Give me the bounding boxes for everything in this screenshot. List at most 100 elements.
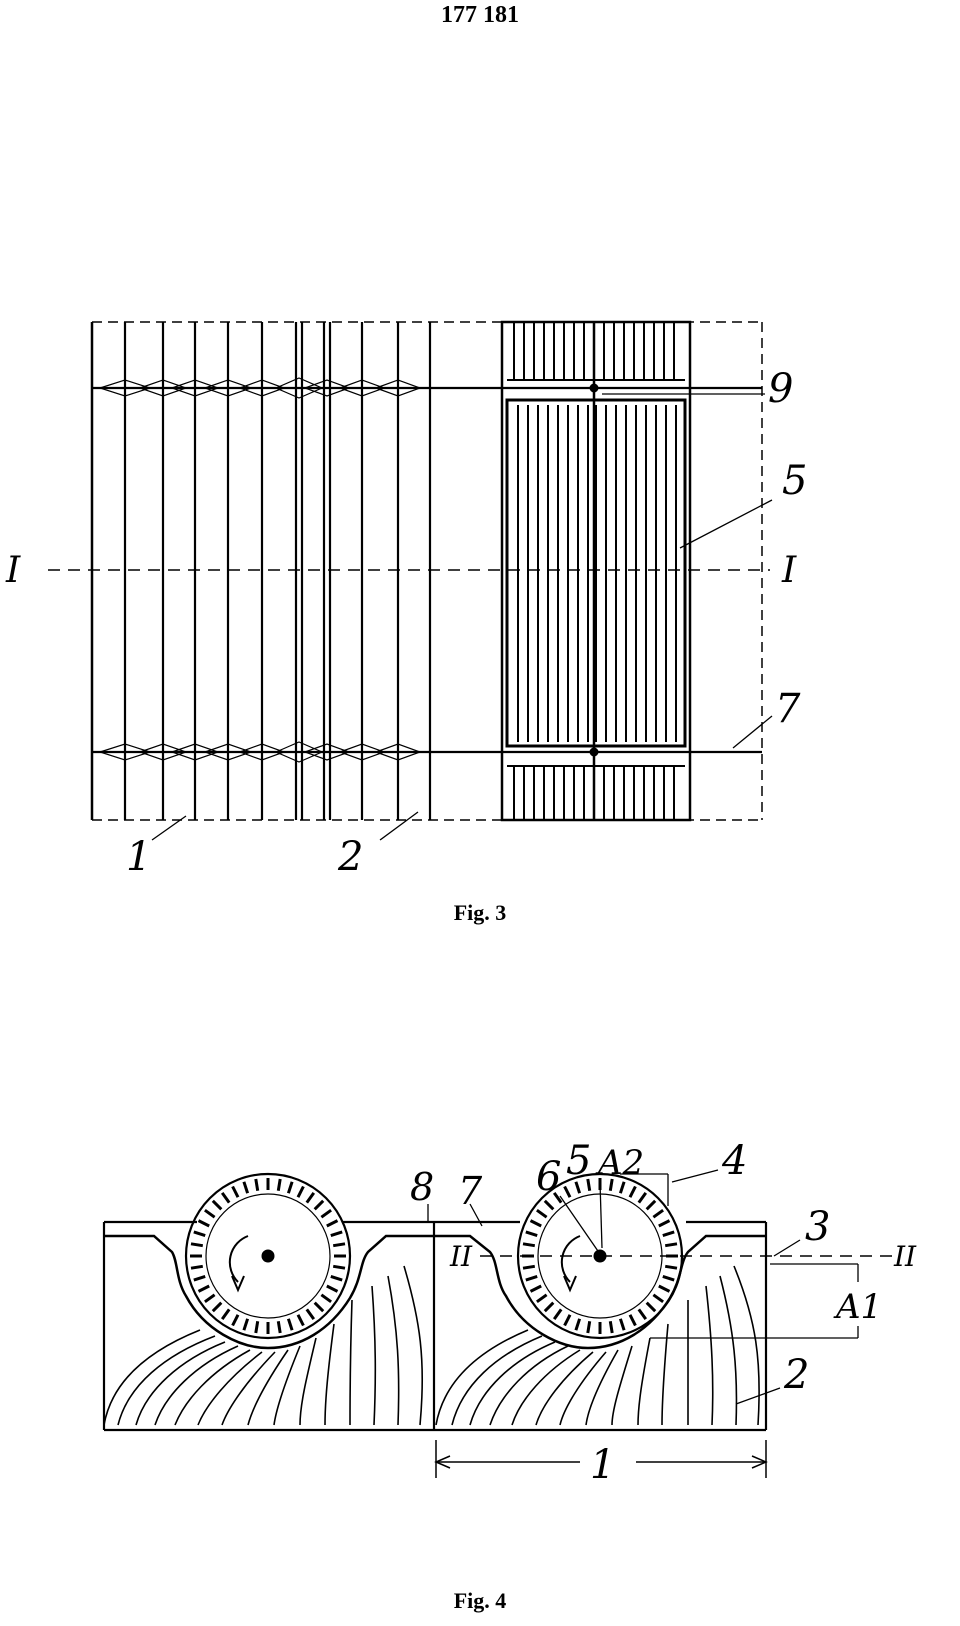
rotor-tooth xyxy=(296,1314,305,1327)
rotor-tooth xyxy=(637,1192,648,1204)
rotor-tooth xyxy=(664,1264,678,1270)
rotor-tooth xyxy=(320,1208,332,1219)
rotor-tooth xyxy=(628,1185,637,1198)
fig4-label-1: 1 xyxy=(590,1442,615,1488)
fig4-housing xyxy=(102,1220,768,1432)
rotor-tooth xyxy=(563,1314,572,1327)
rotor-tooth xyxy=(574,1318,582,1331)
fig3-label-9: 9 xyxy=(768,366,793,412)
rotor-tooth xyxy=(637,1308,648,1320)
fig4-rotor-left-hub xyxy=(261,1249,275,1263)
rotor-tooth xyxy=(211,1301,223,1313)
rotor-tooth xyxy=(276,1178,282,1192)
fig4-dim-1 xyxy=(434,1440,768,1478)
figure-4 xyxy=(102,1169,900,1478)
fig4-fibres-left xyxy=(103,1265,424,1426)
rotor-tooth xyxy=(618,1318,626,1331)
fig4-label-2: 2 xyxy=(783,1352,809,1398)
rotor-tooth xyxy=(242,1318,250,1331)
fig3-roller-block xyxy=(500,320,692,822)
fig3-label-5: 5 xyxy=(782,458,807,504)
rotor-tooth xyxy=(313,1301,325,1313)
fig3-label-7: 7 xyxy=(775,686,801,732)
rotor-tooth xyxy=(652,1208,664,1219)
fig3-label-section-right: I xyxy=(781,550,797,591)
rotor-tooth xyxy=(662,1230,675,1238)
rotor-tooth xyxy=(552,1192,563,1204)
rotor-tooth xyxy=(563,1185,572,1198)
rotor-tooth xyxy=(326,1219,339,1228)
fig4-label-4: 4 xyxy=(721,1138,747,1184)
figure-3 xyxy=(48,320,773,841)
rotor-tooth xyxy=(608,1320,614,1334)
rotor-tooth xyxy=(254,1178,260,1192)
fig4-label-7: 7 xyxy=(458,1169,483,1213)
rotor-tooth xyxy=(529,1284,542,1293)
rotor-tooth xyxy=(190,1264,204,1270)
rotor-tooth xyxy=(586,1320,592,1334)
rotor-tooth xyxy=(286,1318,294,1331)
rotor-tooth xyxy=(645,1199,657,1211)
fig3-label-section-left: I xyxy=(5,550,21,591)
fig3-diamonds-top xyxy=(98,377,422,399)
fig3-label-2: 2 xyxy=(337,834,363,880)
rotor-tooth xyxy=(305,1308,316,1320)
rotor-tooth xyxy=(193,1230,206,1238)
fig3-caption: Fig. 3 xyxy=(453,900,507,925)
fig4-labels: 8 7 6 5 A2 4 3 II II A1 2 1 xyxy=(410,1138,917,1488)
fig3-roller-teeth xyxy=(513,322,677,820)
rotor-tooth xyxy=(574,1181,582,1194)
rotor-tooth xyxy=(525,1274,538,1282)
fig4-leaders xyxy=(427,1169,801,1405)
fig3-leaders xyxy=(151,393,773,841)
rotor-tooth xyxy=(529,1219,542,1228)
rotor-tooth xyxy=(204,1208,216,1219)
rotor-tooth xyxy=(332,1264,346,1270)
rotor-tooth xyxy=(197,1219,210,1228)
rotor-tooth xyxy=(652,1293,664,1304)
rotor-tooth xyxy=(313,1199,325,1211)
fig4-label-5: 5 xyxy=(566,1138,591,1184)
fig4-dim-a1 xyxy=(650,1263,859,1339)
fig4-dim-a2 xyxy=(620,1173,669,1206)
fig3-diamonds-bottom xyxy=(98,741,422,763)
rotor-tooth xyxy=(628,1314,637,1327)
fig4-label-a1: A1 xyxy=(833,1287,882,1327)
rotor-tooth xyxy=(543,1301,555,1313)
rotor-tooth xyxy=(231,1185,240,1198)
rotor-tooth xyxy=(536,1293,548,1304)
fig4-label-a2: A2 xyxy=(595,1143,644,1183)
fig4-caption: Fig. 4 xyxy=(453,1588,507,1613)
fig4-rotor-right-teeth xyxy=(522,1178,678,1334)
rotor-tooth xyxy=(242,1181,250,1194)
rotor-tooth xyxy=(254,1320,260,1334)
rotor-tooth xyxy=(320,1293,332,1304)
rotor-tooth xyxy=(536,1208,548,1219)
fig3-lamellae-left xyxy=(123,322,432,820)
fig4-fibres-right xyxy=(435,1265,760,1426)
rotor-tooth xyxy=(330,1274,343,1282)
fig4-label-8: 8 xyxy=(410,1165,434,1209)
rotor-tooth xyxy=(658,1284,671,1293)
rotor-tooth xyxy=(286,1181,294,1194)
rotor-tooth xyxy=(305,1192,316,1204)
rotor-tooth xyxy=(608,1178,614,1192)
rotor-tooth xyxy=(190,1242,204,1248)
fig4-label-3: 3 xyxy=(805,1204,830,1250)
rotor-tooth xyxy=(220,1308,231,1320)
rotor-tooth xyxy=(645,1301,657,1313)
rotor-tooth xyxy=(296,1185,305,1198)
rotor-tooth xyxy=(662,1274,675,1282)
rotor-tooth xyxy=(658,1219,671,1228)
rotor-tooth xyxy=(332,1242,346,1248)
fig4-label-6: 6 xyxy=(536,1154,561,1200)
rotor-tooth xyxy=(204,1293,216,1304)
rotor-tooth xyxy=(326,1284,339,1293)
fig4-label-section-right: II xyxy=(893,1240,917,1273)
rotor-tooth xyxy=(231,1314,240,1327)
rotor-tooth xyxy=(211,1199,223,1211)
fig3-axis-joint-bottom xyxy=(589,747,599,757)
fig4-rotor-left-teeth xyxy=(190,1178,346,1334)
rotor-tooth xyxy=(525,1230,538,1238)
rotor-tooth xyxy=(664,1242,678,1248)
